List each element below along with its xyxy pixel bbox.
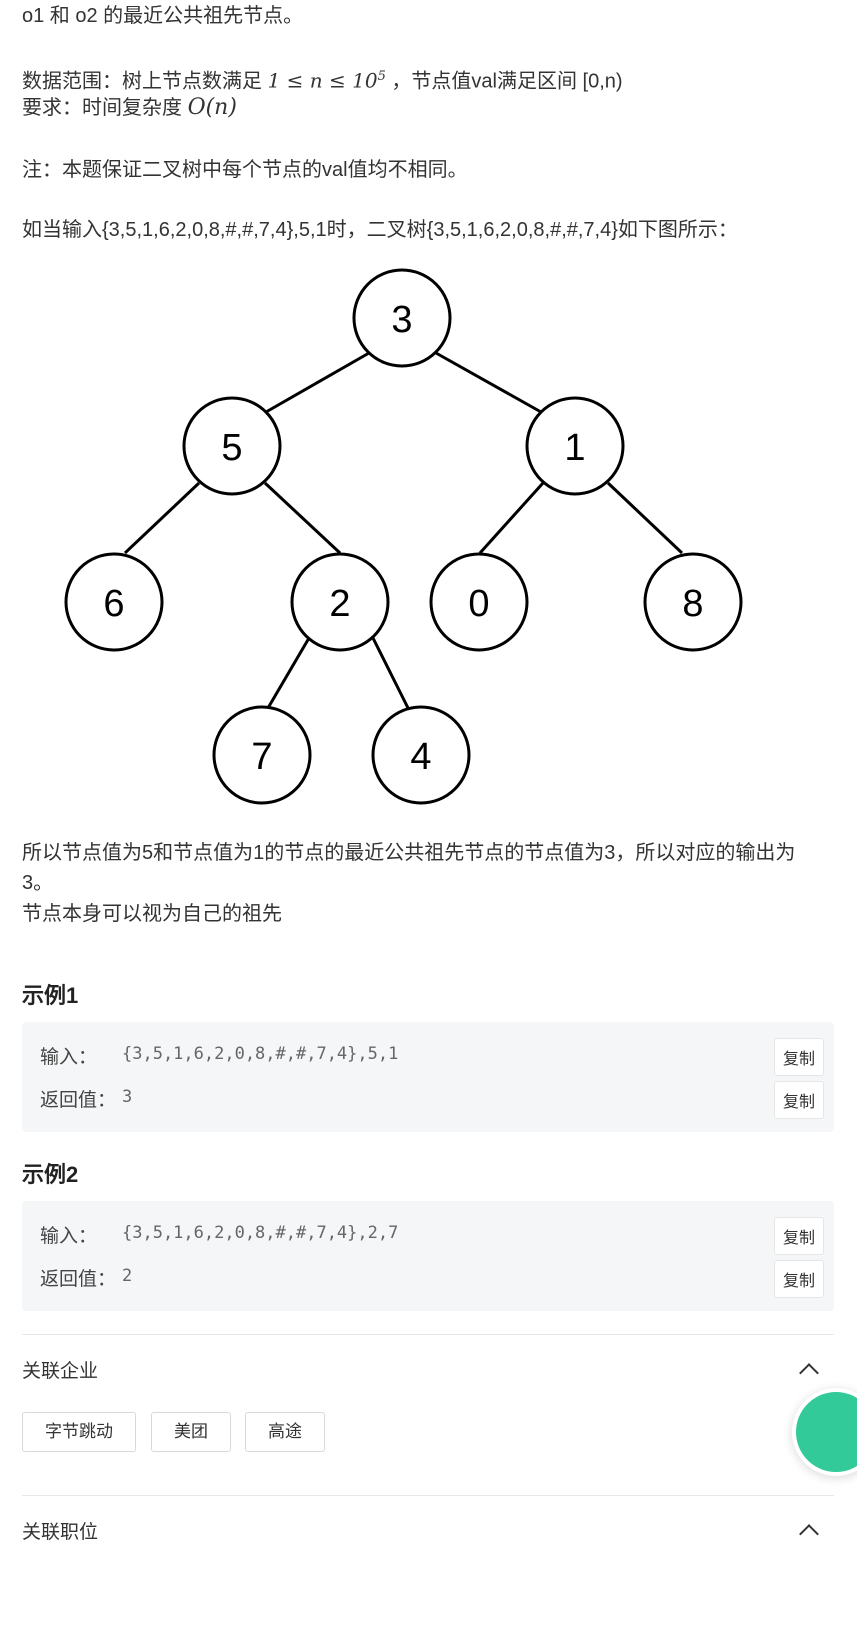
output-label: 返回值： [40, 1269, 117, 1290]
node-label: 0 [468, 583, 489, 625]
node-circle-0 [429, 552, 529, 652]
node-circle-8 [643, 552, 743, 652]
example-input-row: 输入： {3,5,1,6,2,0,8,#,#,7,4},2,7 复制 [40, 1217, 824, 1255]
req-prefix: 要求：时间复杂度 [22, 97, 182, 119]
divider [22, 1495, 834, 1496]
example-output-row: 返回值： 3 复制 [40, 1081, 824, 1119]
note: 注：本题保证二叉树中每个节点的val值均不相同。 [22, 159, 468, 181]
range-exponent: 5 [377, 69, 386, 84]
company-tag[interactable]: 高途 [245, 1412, 325, 1452]
edge-1-8 [606, 481, 684, 555]
example-2-box: 输入： {3,5,1,6,2,0,8,#,#,7,4},2,7 复制 返回值： … [22, 1201, 834, 1311]
edge-3-5 [265, 351, 370, 414]
edge-1-0 [478, 481, 545, 555]
input-label: 输入： [40, 1226, 98, 1247]
related-positions-title: 关联职位 [22, 1522, 99, 1543]
node-circle-4 [371, 705, 471, 805]
range-prefix: 数据范围：树上节点数满足 [22, 70, 262, 93]
company-tags: 字节跳动 美团 高途 [22, 1412, 834, 1452]
complexity-requirement: 要求：时间复杂度 O(n) [22, 92, 237, 124]
output-label: 返回值： [40, 1090, 117, 1111]
binary-tree-diagram: 3 5 1 6 2 0 8 7 4 [64, 268, 743, 805]
floating-action-button[interactable] [792, 1388, 857, 1476]
chevron-up-icon[interactable] [799, 1363, 819, 1383]
edge-2-4 [371, 637, 410, 709]
input-value: {3,5,1,6,2,0,8,#,#,7,4},2,7 [122, 1223, 399, 1243]
node-label: 2 [329, 583, 350, 625]
intro-line: o1 和 o2 的最近公共祖先节点。 [22, 5, 304, 27]
node-label: 7 [251, 736, 272, 778]
copy-output-button[interactable]: 复制 [773, 1260, 824, 1298]
node-circle-6 [64, 552, 164, 652]
related-positions-header[interactable]: 关联职位 [22, 1517, 834, 1547]
explain-line: 3。 [22, 872, 54, 894]
data-range: 数据范围：树上节点数满足 1 ≤ n ≤ 105 ，节点值val满足区间 [0,… [22, 61, 623, 98]
node-label: 8 [682, 583, 703, 625]
range-suffix: ，节点值val满足区间 [0,n) [391, 70, 623, 93]
example-1-box: 输入： {3,5,1,6,2,0,8,#,#,7,4},5,1 复制 返回值： … [22, 1022, 834, 1132]
node-circle-3 [352, 268, 452, 368]
company-tag[interactable]: 字节跳动 [22, 1412, 136, 1452]
related-companies-header[interactable]: 关联企业 [22, 1356, 834, 1386]
input-value: {3,5,1,6,2,0,8,#,#,7,4},5,1 [122, 1044, 399, 1064]
node-label: 1 [564, 427, 585, 469]
explain-line: 节点本身可以视为自己的祖先 [22, 903, 282, 925]
node-label: 4 [410, 736, 431, 778]
edge-3-1 [435, 351, 542, 414]
edge-2-7 [266, 637, 311, 709]
related-companies-title: 关联企业 [22, 1361, 99, 1382]
node-label: 3 [391, 299, 412, 341]
node-circle-7 [212, 705, 312, 805]
node-circle-1 [525, 396, 625, 496]
input-label: 输入： [40, 1047, 98, 1068]
node-label: 6 [103, 583, 124, 625]
chevron-up-icon[interactable] [799, 1524, 819, 1544]
example-intro: 如当输入{3,5,1,6,2,0,8,#,#,7,4},5,1时，二叉树{3,5… [22, 219, 738, 241]
output-value: 2 [122, 1266, 133, 1286]
company-tag[interactable]: 美团 [151, 1412, 231, 1452]
example-output-row: 返回值： 2 复制 [40, 1260, 824, 1298]
copy-input-button[interactable]: 复制 [773, 1038, 824, 1076]
edge-5-2 [263, 481, 342, 555]
range-math: 1 ≤ n ≤ 10 [267, 68, 378, 93]
explain-line: 所以节点值为5和节点值为1的节点的最近公共祖先节点的节点值为3，所以对应的输出为 [22, 842, 796, 864]
copy-output-button[interactable]: 复制 [773, 1081, 824, 1119]
req-math: O(n) [187, 95, 237, 120]
divider [22, 1334, 834, 1335]
edge-5-6 [123, 481, 201, 555]
copy-input-button[interactable]: 复制 [773, 1217, 824, 1255]
example-2-title: 示例2 [22, 1162, 79, 1187]
output-value: 3 [122, 1087, 133, 1107]
node-circle-5 [182, 396, 282, 496]
node-circle-2 [290, 552, 390, 652]
node-label: 5 [221, 427, 242, 469]
example-1-title: 示例1 [22, 983, 79, 1008]
tree-edges [123, 351, 684, 709]
example-input-row: 输入： {3,5,1,6,2,0,8,#,#,7,4},5,1 复制 [40, 1038, 824, 1076]
